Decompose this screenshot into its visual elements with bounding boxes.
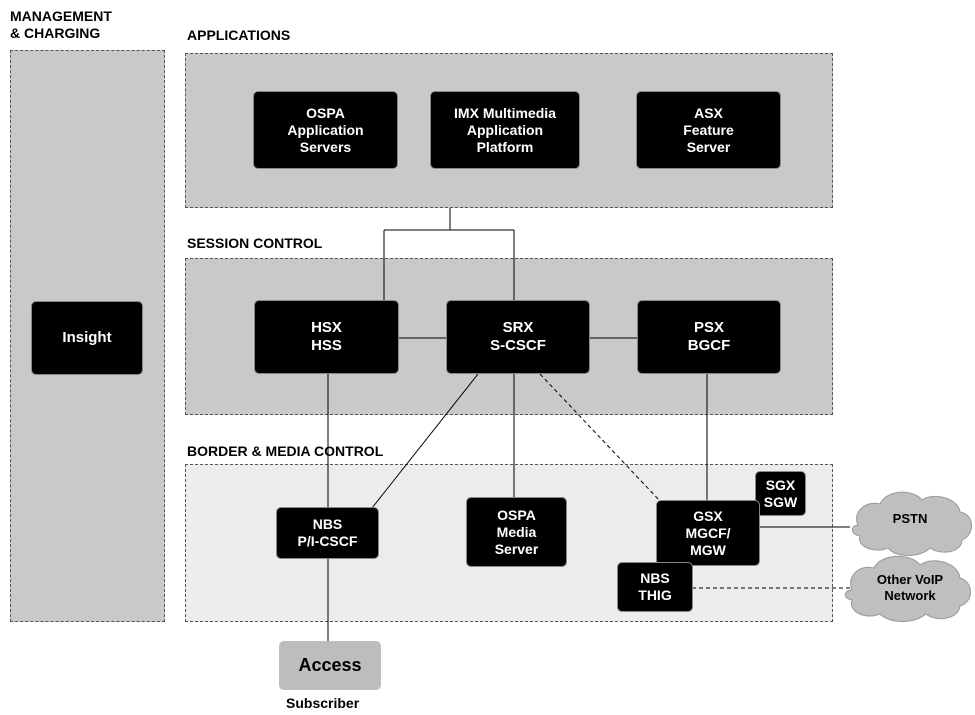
srx-nbs-line	[371, 373, 479, 509]
pstn-label: PSTN	[893, 511, 928, 526]
access-node: Access	[279, 641, 381, 690]
nbs-pcscf-node: NBS P/I-CSCF	[276, 507, 379, 559]
psx-bgcf-node: PSX BGCF	[637, 300, 781, 374]
hsx-hss-node: HSX HSS	[254, 300, 399, 374]
session-control-heading: SESSION CONTROL	[187, 235, 323, 251]
subscriber-caption: Subscriber	[286, 695, 360, 711]
other-voip-cloud	[844, 555, 971, 622]
sgx-sgw-node: SGX SGW	[755, 471, 806, 516]
pstn-cloud	[851, 491, 972, 556]
gsx-mgcf-node: GSX MGCF/ MGW	[656, 500, 760, 566]
applications-heading: APPLICATIONS	[187, 27, 291, 43]
other-voip-label-line1: Other VoIP	[877, 572, 944, 587]
other-voip-label-line2: Network	[884, 588, 936, 603]
ospa-application-servers-node: OSPA Application Servers	[253, 91, 398, 169]
ospa-media-server-node: OSPA Media Server	[466, 497, 567, 567]
insight-node: Insight	[31, 301, 143, 375]
border-media-heading: BORDER & MEDIA CONTROL	[187, 443, 384, 459]
management-heading: MANAGEMENT & CHARGING	[10, 8, 112, 41]
srx-scscf-node: SRX S-CSCF	[446, 300, 590, 374]
imx-multimedia-platform-node: IMX Multimedia Application Platform	[430, 91, 580, 169]
asx-feature-server-node: ASX Feature Server	[636, 91, 781, 169]
nbs-thig-node: NBS THIG	[617, 562, 693, 612]
srx-gsx-dashed-line	[539, 373, 661, 502]
